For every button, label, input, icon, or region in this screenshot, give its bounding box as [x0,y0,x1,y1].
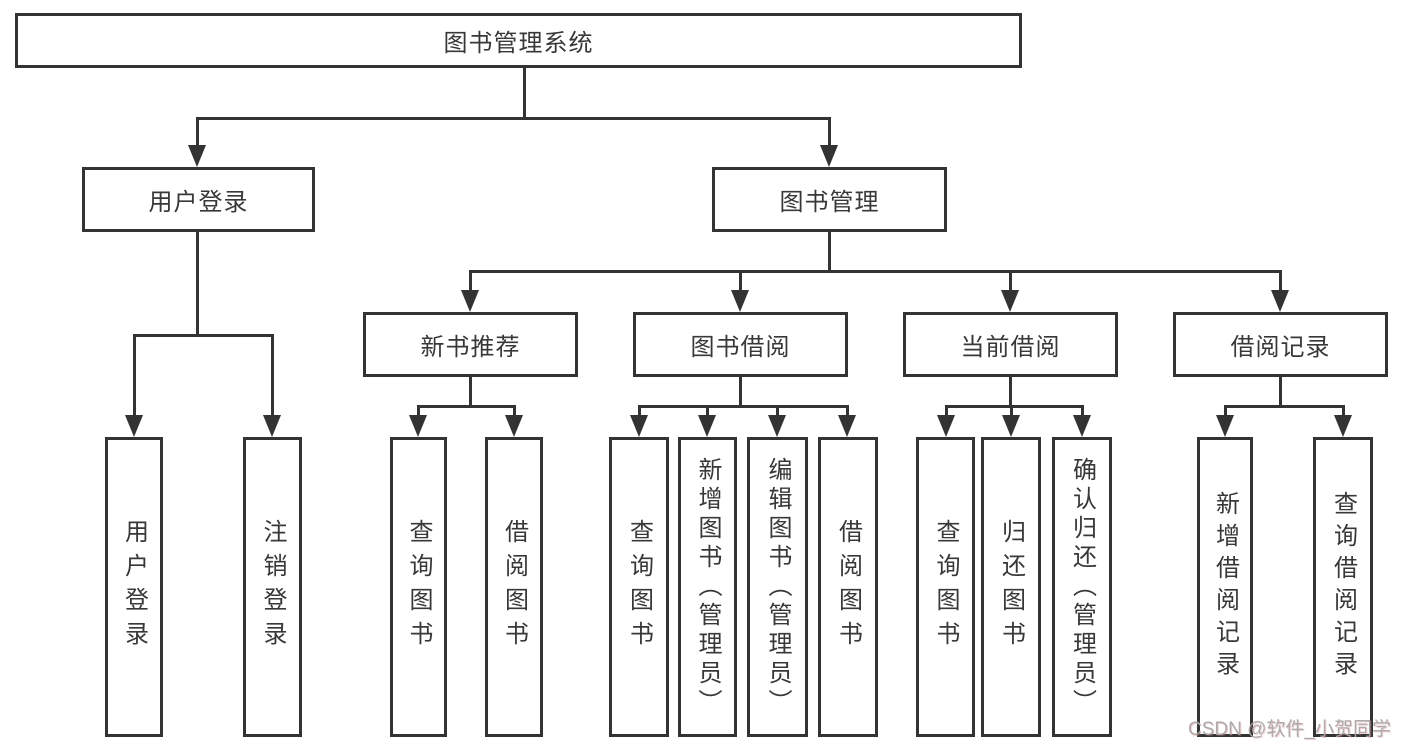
leaf-add-books-admin: 新增图书（管理员） [678,437,737,737]
leaf-query-books-recommend: 查询图书 [390,437,447,737]
node-label: 查询图书 [405,519,432,655]
node-user-login: 用户登录 [82,167,315,232]
node-label: 图书管理 [779,189,880,216]
arrowhead-down [937,415,955,437]
arrowhead-down [1334,415,1352,437]
connector-stem-leaf [513,405,516,419]
csdn-watermark: CSDN @软件_小贺同学 [1188,719,1391,740]
leaf-return-books: 归还图书 [981,437,1041,737]
connector-book-borrow-trunk [739,374,742,408]
connector-stem-borrow-record [1279,270,1282,292]
connector-stem-leaf [1342,405,1345,419]
connector-new-rec-trunk [469,374,472,408]
connector-stem-leaf [1010,405,1013,419]
leaf-edit-books-admin: 编辑图书（管理员） [747,437,808,737]
node-label: 当前借阅 [960,334,1061,361]
connector-stem-logout-leaf [271,334,274,419]
node-new-book-recommend: 新书推荐 [363,312,578,377]
node-label: 借阅图书 [500,519,528,655]
connector-current-borrow-bus [945,405,1083,408]
leaf-user-login: 用户登录 [105,437,163,737]
connector-borrow-record-trunk [1279,374,1282,408]
leaf-borrow-books-recommend: 借阅图书 [485,437,543,737]
node-label: 注销登录 [259,519,286,655]
arrowhead-down [1001,290,1019,312]
connector-stem-new-rec [469,270,472,292]
connector-stem-user-login [196,117,199,149]
node-label: 查询图书 [625,519,653,655]
arrowhead-down [1216,415,1234,437]
connector-stem-leaf [1224,405,1227,419]
connector-stem-leaf [776,405,779,419]
connector-stem-leaf [706,405,709,419]
connector-stem-leaf [1081,405,1084,419]
leaf-query-books-current: 查询图书 [916,437,975,737]
node-label: 图书借阅 [690,334,791,361]
connector-level1-bus [196,117,830,120]
arrowhead-down [188,145,206,167]
node-book-borrowing: 图书借阅 [633,312,848,377]
arrowhead-down [1271,290,1289,312]
leaf-logout: 注销登录 [243,437,302,737]
node-label: 新增借阅记录 [1211,491,1239,683]
connector-stem-login-leaf [133,334,136,419]
arrowhead-down [768,415,786,437]
connector-book-borrow-bus [638,405,849,408]
node-library-management-system: 图书管理系统 [15,13,1022,68]
connector-borrow-record-bus [1224,405,1344,408]
node-label: 查询借阅记录 [1329,491,1357,683]
leaf-borrow-books: 借阅图书 [818,437,878,737]
arrowhead-down [1002,415,1020,437]
node-label: 用户登录 [148,189,249,216]
node-current-borrowing: 当前借阅 [903,312,1118,377]
node-label: 新书推荐 [420,334,521,361]
arrowhead-down [731,290,749,312]
arrowhead-down [838,415,856,437]
connector-level2-bus [469,270,1282,273]
node-label: 查询图书 [932,519,959,655]
arrowhead-down [630,415,648,437]
connector-book-mgmt-trunk [828,232,831,273]
connector-user-login-trunk [196,232,199,337]
connector-stem-leaf [417,405,420,419]
connector-user-login-bus [133,334,274,337]
connector-new-rec-bus [417,405,516,408]
connector-stem-leaf [846,405,849,419]
connector-current-borrow-trunk [1009,374,1012,408]
node-label: 新增图书（管理员） [694,456,721,718]
node-label: 确认归还（管理员） [1068,456,1096,718]
arrowhead-down [263,415,281,437]
node-label: 用户登录 [120,519,148,655]
leaf-query-books: 查询图书 [609,437,669,737]
connector-stem-book-mgmt [828,117,831,149]
connector-stem-leaf [945,405,948,419]
connector-stem-current-borrow [1009,270,1012,292]
node-label: 编辑图书（管理员） [764,456,791,718]
connector-stem-book-borrow [739,270,742,292]
arrowhead-down [820,145,838,167]
arrowhead-down [505,415,523,437]
node-book-management: 图书管理 [712,167,947,232]
node-label: 借阅图书 [834,519,862,655]
node-label: 图书管理系统 [443,30,594,57]
arrowhead-down [409,415,427,437]
arrowhead-down [125,415,143,437]
leaf-add-borrow-record: 新增借阅记录 [1197,437,1253,737]
connector-root-trunk [523,68,526,118]
node-label: 归还图书 [997,519,1025,655]
arrowhead-down [461,290,479,312]
node-borrowing-records: 借阅记录 [1173,312,1388,377]
arrowhead-down [1073,415,1091,437]
connector-stem-leaf [638,405,641,419]
leaf-query-borrow-record: 查询借阅记录 [1313,437,1373,737]
node-label: 借阅记录 [1230,334,1331,361]
leaf-confirm-return-admin: 确认归还（管理员） [1052,437,1112,737]
arrowhead-down [698,415,716,437]
